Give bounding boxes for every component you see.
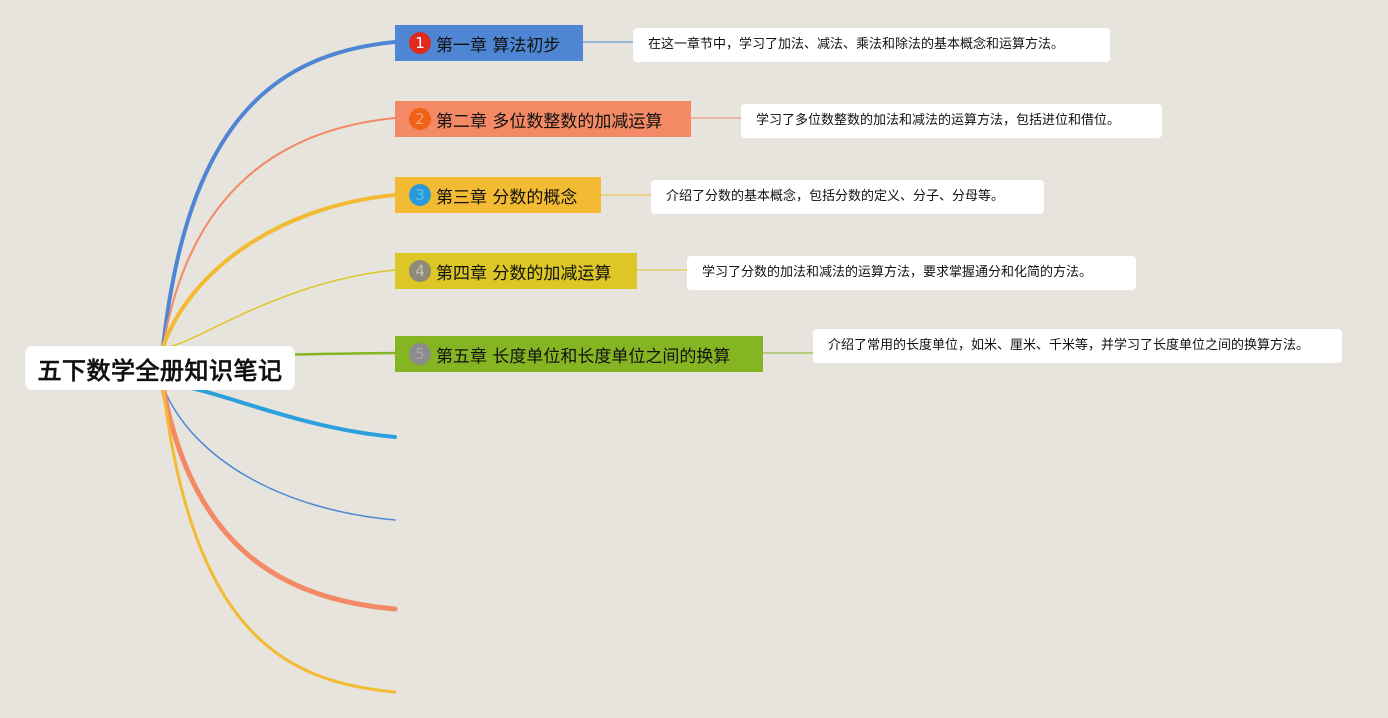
chapter-topic-2[interactable]: 2 第二章 多位数整数的加减运算 [395, 101, 691, 137]
chapter-topic-4[interactable]: 4 第四章 分数的加减运算 [395, 253, 637, 289]
number-2-badge-icon: 2 [409, 108, 431, 130]
number-4-badge-icon: 4 [409, 260, 431, 282]
chapter-note-4[interactable]: 学习了分数的加法和减法的运算方法，要求掌握通分和化简的方法。 [687, 256, 1136, 290]
chapter-title: 第四章 分数的加减运算 [436, 263, 612, 284]
chapter-title: 第一章 算法初步 [436, 35, 561, 56]
number-1-badge-icon: 1 [409, 32, 431, 54]
number-5-badge-icon: 5 [409, 343, 431, 365]
empty-branch-connector-2 [162, 386, 396, 521]
chapter-note-text: 学习了多位数整数的加法和减法的运算方法，包括进位和借位。 [756, 113, 1121, 128]
branch-connector-2 [162, 117, 396, 348]
root-topic-label: 五下数学全册知识笔记 [37, 356, 283, 385]
chapter-title: 第五章 长度单位和长度单位之间的换算 [436, 346, 731, 367]
chapter-title: 第三章 分数的概念 [436, 187, 578, 208]
chapter-note-3[interactable]: 介绍了分数的基本概念，包括分数的定义、分子、分母等。 [651, 180, 1044, 214]
chapter-note-text: 学习了分数的加法和减法的运算方法，要求掌握通分和化简的方法。 [702, 265, 1093, 280]
chapter-note-text: 介绍了常用的长度单位，如米、厘米、千米等，并学习了长度单位之间的换算方法。 [828, 338, 1310, 353]
empty-branch-connector-4 [161, 385, 397, 694]
chapter-note-1[interactable]: 在这一章节中，学习了加法、减法、乘法和除法的基本概念和运算方法。 [633, 28, 1110, 62]
chapter-title: 第二章 多位数整数的加减运算 [436, 111, 663, 132]
empty-branch-connector-3 [160, 384, 398, 612]
chapter-note-2[interactable]: 学习了多位数整数的加法和减法的运算方法，包括进位和借位。 [741, 104, 1162, 138]
chapter-note-text: 在这一章节中，学习了加法、减法、乘法和除法的基本概念和运算方法。 [648, 37, 1065, 52]
branch-connector-3 [161, 193, 397, 349]
chapter-topic-5[interactable]: 5 第五章 长度单位和长度单位之间的换算 [395, 336, 763, 372]
root-topic[interactable]: 五下数学全册知识笔记 [25, 346, 295, 390]
number-3-badge-icon: 3 [409, 184, 431, 206]
empty-branch-connector-1 [161, 383, 397, 439]
branch-connector-1 [161, 40, 397, 349]
chapter-note-text: 介绍了分数的基本概念，包括分数的定义、分子、分母等。 [666, 189, 1005, 204]
chapter-topic-3[interactable]: 3 第三章 分数的概念 [395, 177, 601, 213]
chapter-topic-1[interactable]: 1 第一章 算法初步 [395, 25, 583, 61]
chapter-note-5[interactable]: 介绍了常用的长度单位，如米、厘米、千米等，并学习了长度单位之间的换算方法。 [813, 329, 1342, 363]
branch-connector-4 [162, 269, 396, 348]
